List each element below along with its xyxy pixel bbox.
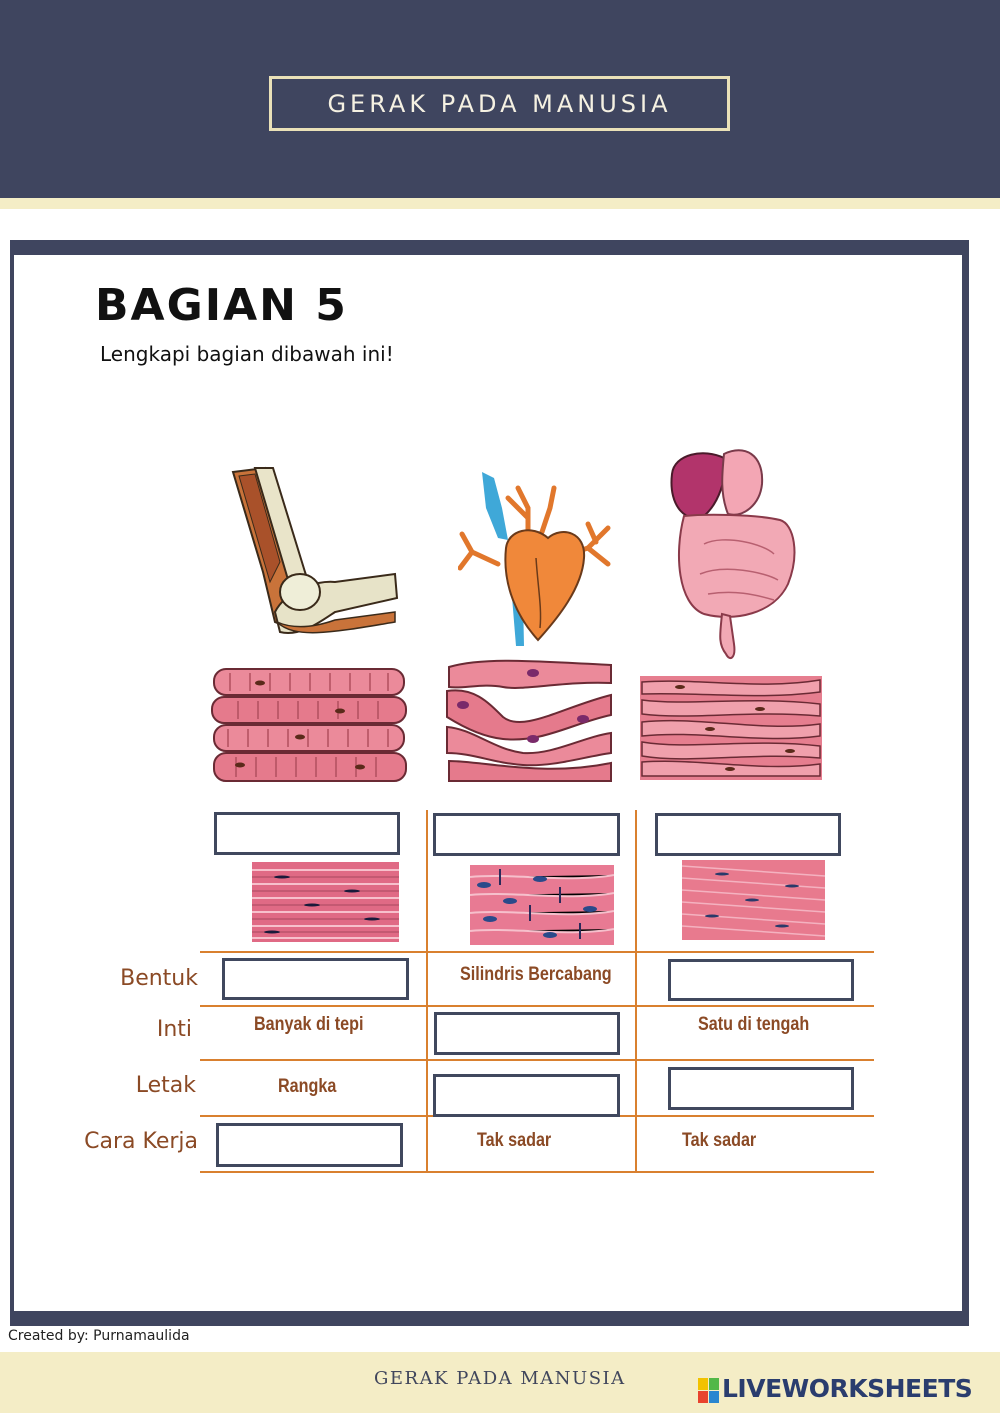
liveworksheets-logo-icon[interactable] bbox=[698, 1378, 720, 1404]
created-by-text: Created by: Purnamaulida bbox=[8, 1328, 190, 1344]
page-title: GERAK PADA MANUSIA bbox=[269, 76, 730, 131]
answer-input-muscle-name-2[interactable] bbox=[433, 813, 620, 856]
header-stripe bbox=[0, 198, 1000, 209]
skeletal-muscle-micrograph bbox=[252, 862, 399, 942]
cell-letak-1: Rangka bbox=[278, 1076, 337, 1097]
answer-input-cara-kerja-1[interactable] bbox=[216, 1123, 403, 1167]
grid-divider-horizontal-1 bbox=[200, 951, 874, 953]
cardiac-muscle-micrograph bbox=[470, 865, 614, 945]
smooth-muscle-cells bbox=[640, 676, 822, 780]
cardiac-muscle-cells bbox=[446, 659, 612, 782]
answer-input-inti-2[interactable] bbox=[434, 1012, 620, 1055]
footer-band bbox=[0, 1352, 1000, 1413]
cell-cara-kerja-3: Tak sadar bbox=[682, 1130, 757, 1151]
digestive-organs-illustration bbox=[670, 449, 796, 660]
liveworksheets-brand[interactable]: LIVEWORKSHEETS bbox=[722, 1374, 973, 1403]
answer-input-letak-2[interactable] bbox=[433, 1074, 620, 1117]
answer-input-bentuk-3[interactable] bbox=[668, 959, 854, 1001]
grid-divider-horizontal-2 bbox=[200, 1005, 874, 1007]
cell-cara-kerja-2: Tak sadar bbox=[477, 1130, 552, 1151]
answer-input-letak-3[interactable] bbox=[668, 1067, 854, 1110]
cell-inti-1: Banyak di tepi bbox=[254, 1014, 364, 1035]
smooth-muscle-micrograph bbox=[682, 860, 825, 940]
footer-title: GERAK PADA MANUSIA bbox=[374, 1368, 626, 1389]
answer-input-muscle-name-1[interactable] bbox=[214, 812, 400, 855]
grid-divider-horizontal-5 bbox=[200, 1171, 874, 1173]
row-label-bentuk: Bentuk bbox=[120, 966, 198, 991]
section-heading: BAGIAN 5 bbox=[95, 280, 348, 331]
cell-inti-3: Satu di tengah bbox=[698, 1014, 810, 1035]
answer-input-muscle-name-3[interactable] bbox=[655, 813, 841, 856]
grid-divider-vertical-2 bbox=[635, 810, 637, 1173]
row-label-letak: Letak bbox=[135, 1073, 196, 1098]
skeletal-muscle-cells bbox=[211, 668, 407, 782]
elbow-muscle-illustration bbox=[231, 466, 399, 634]
cell-bentuk-2: Silindris Bercabang bbox=[460, 964, 612, 985]
row-label-inti: Inti bbox=[156, 1017, 192, 1042]
answer-input-bentuk-1[interactable] bbox=[222, 958, 409, 1000]
instruction-text: Lengkapi bagian dibawah ini! bbox=[100, 342, 394, 366]
row-label-cara-kerja: Cara Kerja bbox=[84, 1129, 198, 1154]
header-band bbox=[0, 0, 1000, 198]
content-frame bbox=[10, 240, 969, 1326]
heart-illustration bbox=[458, 472, 611, 646]
grid-divider-vertical-1 bbox=[426, 810, 428, 1173]
grid-divider-horizontal-3 bbox=[200, 1059, 874, 1061]
